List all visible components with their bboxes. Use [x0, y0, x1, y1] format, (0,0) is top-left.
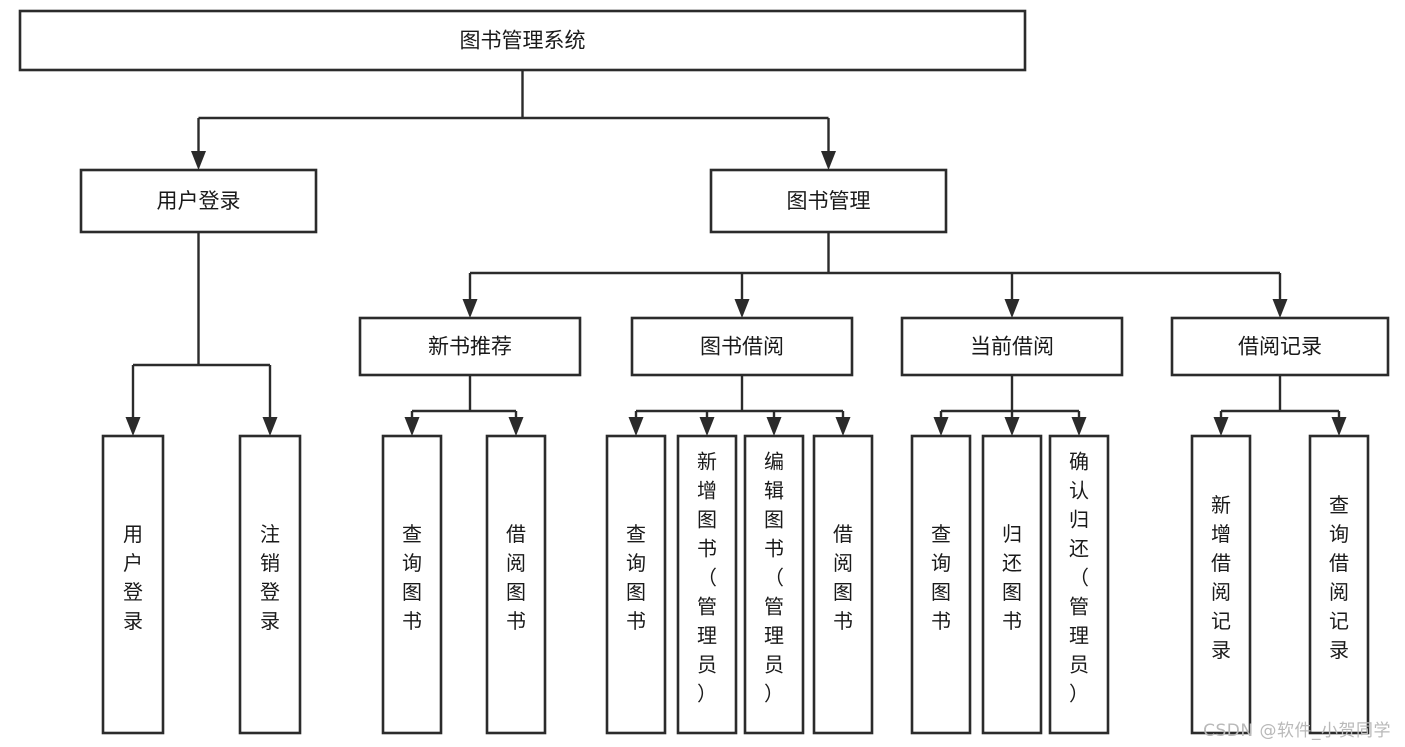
node-box[interactable] [709, 168, 948, 234]
node-box[interactable] [1048, 434, 1110, 735]
arrow-head-icon [1004, 417, 1020, 436]
arrow-head-icon [699, 417, 715, 436]
node-label: 借阅记录 [1238, 335, 1322, 359]
node-label: 新增图书（管理员） [697, 450, 717, 706]
node-leaf-borrow-book-2[interactable]: 借阅图书 [812, 434, 874, 735]
node-book-borrow[interactable]: 图书借阅 [630, 316, 854, 377]
arrow-head-icon [1272, 299, 1288, 318]
node-label: 新增借阅记录 [1211, 493, 1231, 662]
node-box[interactable] [485, 434, 547, 735]
node-label: 归还图书 [1002, 522, 1022, 633]
arrow-head-icon [835, 417, 851, 436]
node-box[interactable] [676, 434, 738, 735]
node-box[interactable] [238, 434, 302, 735]
node-label: 查询图书 [626, 522, 646, 633]
node-box[interactable] [381, 434, 443, 735]
node-label: 查询图书 [402, 522, 422, 633]
node-box[interactable] [812, 434, 874, 735]
arrow-head-icon [821, 151, 836, 170]
nodes-layer: 图书管理系统用户登录图书管理新书推荐图书借阅当前借阅借阅记录用户登录注销登录查询… [18, 9, 1390, 735]
node-label: 新书推荐 [428, 335, 512, 359]
node-leaf-query-book-2[interactable]: 查询图书 [605, 434, 667, 735]
node-label: 查询图书 [931, 522, 951, 633]
node-label: 图书借阅 [700, 335, 784, 359]
node-user-login[interactable]: 用户登录 [79, 168, 318, 234]
node-box[interactable] [630, 316, 854, 377]
node-leaf-confirm-return[interactable]: 确认归还（管理员） [1048, 434, 1110, 735]
node-leaf-return-book[interactable]: 归还图书 [981, 434, 1043, 735]
arrow-head-icon [628, 417, 644, 436]
node-label: 用户登录 [157, 189, 241, 213]
node-label: 借阅图书 [506, 522, 526, 633]
node-label: 编辑图书（管理员） [764, 450, 784, 706]
node-label: 查询借阅记录 [1329, 493, 1349, 662]
node-label: 用户登录 [123, 522, 143, 633]
arrow-head-icon [191, 151, 206, 170]
node-current-borrow[interactable]: 当前借阅 [900, 316, 1124, 377]
arrow-head-icon [766, 417, 782, 436]
node-label: 借阅图书 [833, 522, 853, 633]
node-root-system[interactable]: 图书管理系统 [18, 9, 1027, 72]
node-box[interactable] [900, 316, 1124, 377]
csdn-watermark: CSDN @软件_小贺同学 [1203, 721, 1391, 741]
node-label: 图书管理 [787, 189, 871, 213]
arrow-head-icon [1331, 417, 1347, 436]
node-label: 注销登录 [260, 522, 280, 633]
node-leaf-add-record[interactable]: 新增借阅记录 [1190, 434, 1252, 735]
node-label: 当前借阅 [970, 335, 1054, 359]
node-leaf-user-login[interactable]: 用户登录 [101, 434, 165, 735]
node-leaf-add-book[interactable]: 新增图书（管理员） [676, 434, 738, 735]
node-box[interactable] [981, 434, 1043, 735]
node-leaf-borrow-book-1[interactable]: 借阅图书 [485, 434, 547, 735]
node-new-book-recommend[interactable]: 新书推荐 [358, 316, 582, 377]
node-label: 确认归还（管理员） [1069, 450, 1089, 706]
node-book-manage[interactable]: 图书管理 [709, 168, 948, 234]
node-box[interactable] [910, 434, 972, 735]
arrow-head-icon [1004, 299, 1020, 318]
node-box[interactable] [101, 434, 165, 735]
node-leaf-edit-book[interactable]: 编辑图书（管理员） [743, 434, 805, 735]
node-label: 图书管理系统 [460, 29, 586, 53]
node-box[interactable] [358, 316, 582, 377]
node-leaf-query-book-1[interactable]: 查询图书 [381, 434, 443, 735]
node-leaf-query-book-3[interactable]: 查询图书 [910, 434, 972, 735]
arrow-head-icon [462, 299, 478, 318]
arrow-head-icon [404, 417, 420, 436]
node-leaf-logout-login[interactable]: 注销登录 [238, 434, 302, 735]
node-box[interactable] [1170, 316, 1390, 377]
node-box[interactable] [79, 168, 318, 234]
arrow-head-icon [125, 417, 141, 436]
arrow-head-icon [933, 417, 949, 436]
node-borrow-record[interactable]: 借阅记录 [1170, 316, 1390, 377]
arrow-head-icon [1071, 417, 1087, 436]
node-leaf-query-record[interactable]: 查询借阅记录 [1308, 434, 1370, 735]
node-box[interactable] [1308, 434, 1370, 735]
node-box[interactable] [743, 434, 805, 735]
arrow-head-icon [508, 417, 524, 436]
node-box[interactable] [18, 9, 1027, 72]
node-box[interactable] [605, 434, 667, 735]
arrow-head-icon [262, 417, 278, 436]
connectors-layer [125, 70, 1347, 436]
arrow-head-icon [734, 299, 750, 318]
node-box[interactable] [1190, 434, 1252, 735]
arrow-head-icon [1213, 417, 1229, 436]
